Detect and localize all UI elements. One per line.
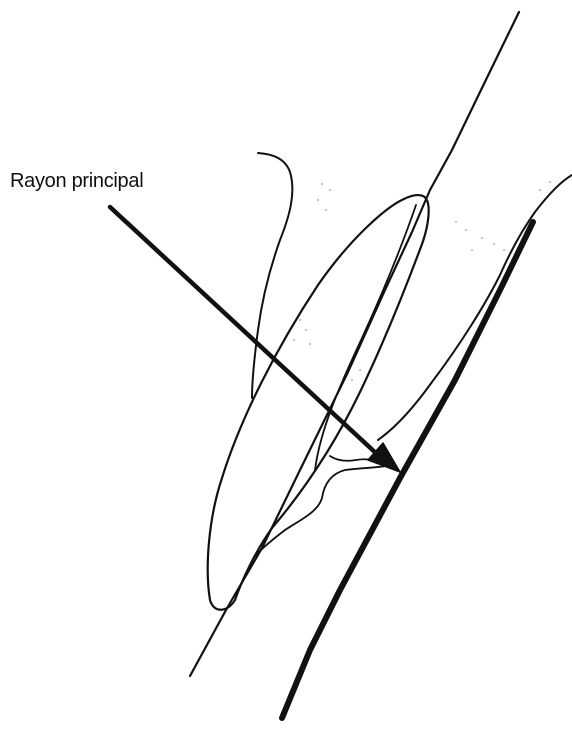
root-canal-line xyxy=(315,205,416,470)
adjacent-tooth-contour xyxy=(378,175,572,440)
main-ray-label: Rayon principal xyxy=(10,170,143,192)
film-line xyxy=(282,222,533,718)
